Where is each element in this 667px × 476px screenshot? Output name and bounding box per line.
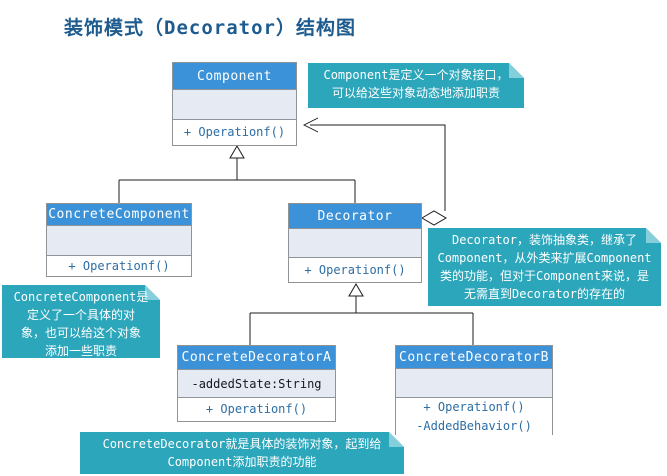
open-arrowhead-icon — [302, 117, 319, 133]
class-name: Component — [173, 63, 296, 90]
generalization-children-to-component — [118, 145, 356, 203]
class-attributes: -addedState:String — [178, 370, 335, 398]
aggregation-diamond-icon — [421, 210, 447, 226]
class-attributes — [396, 369, 552, 398]
note-text: Component是定义一个对象接口， 可以给这些对象动态地添加职责 — [323, 68, 509, 100]
class-attributes — [173, 90, 296, 120]
class-attributes — [289, 229, 421, 258]
class-concrete-component: ConcreteComponent + Operationf() — [46, 203, 192, 277]
note-component: Component是定义一个对象接口， 可以给这些对象动态地添加职责 — [308, 63, 524, 108]
class-operations: + Operationf() — [178, 398, 335, 421]
class-operations: + Operationf() — [173, 120, 296, 145]
inheritance-triangle-icon — [229, 145, 245, 159]
class-component: Component + Operationf() — [172, 62, 297, 146]
note-concrete-decorator: ConcreteDecorator就是具体的装饰对象，起到给 Component… — [80, 432, 404, 474]
inheritance-triangle-icon — [348, 283, 364, 297]
class-name: ConcreteComponent — [47, 204, 191, 226]
operation: -AddedBehavior() — [416, 418, 532, 433]
note-text: ConcreteDecorator就是具体的装饰对象，起到给 Component… — [102, 437, 382, 469]
class-concrete-decorator-b: ConcreteDecoratorB + Operationf() -Added… — [395, 345, 553, 436]
note-text: Decorator，装饰抽象类，继承了 Component，从外类来扩展Comp… — [437, 233, 652, 301]
class-concrete-decorator-a: ConcreteDecoratorA -addedState:String + … — [177, 345, 336, 422]
note-text: ConcreteComponent是 定义了一个具体的对 象，也可以给这个对象 … — [13, 290, 149, 358]
class-decorator: Decorator + Operationf() — [288, 203, 422, 283]
note-decorator: Decorator，装饰抽象类，继承了 Component，从外类来扩展Comp… — [428, 228, 661, 306]
class-attributes — [47, 226, 191, 256]
class-operations: + Operationf() — [47, 256, 191, 276]
operation: + Operationf() — [304, 262, 406, 277]
class-operations: + Operationf() -AddedBehavior() — [396, 398, 552, 436]
class-name: ConcreteDecoratorB — [396, 346, 552, 369]
note-concrete-component: ConcreteComponent是 定义了一个具体的对 象，也可以给这个对象 … — [2, 285, 160, 358]
operation: + Operationf() — [183, 125, 286, 140]
operation: + Operationf() — [205, 402, 308, 417]
class-name: ConcreteDecoratorA — [178, 346, 335, 370]
attribute: -addedState:String — [191, 376, 322, 391]
diagram-title: 装饰模式（Decorator）结构图 — [64, 17, 356, 39]
operation: + Operationf() — [68, 258, 170, 273]
class-name: Decorator — [289, 204, 421, 229]
operation: + Operationf() — [423, 400, 525, 414]
class-operations: + Operationf() — [289, 258, 421, 282]
